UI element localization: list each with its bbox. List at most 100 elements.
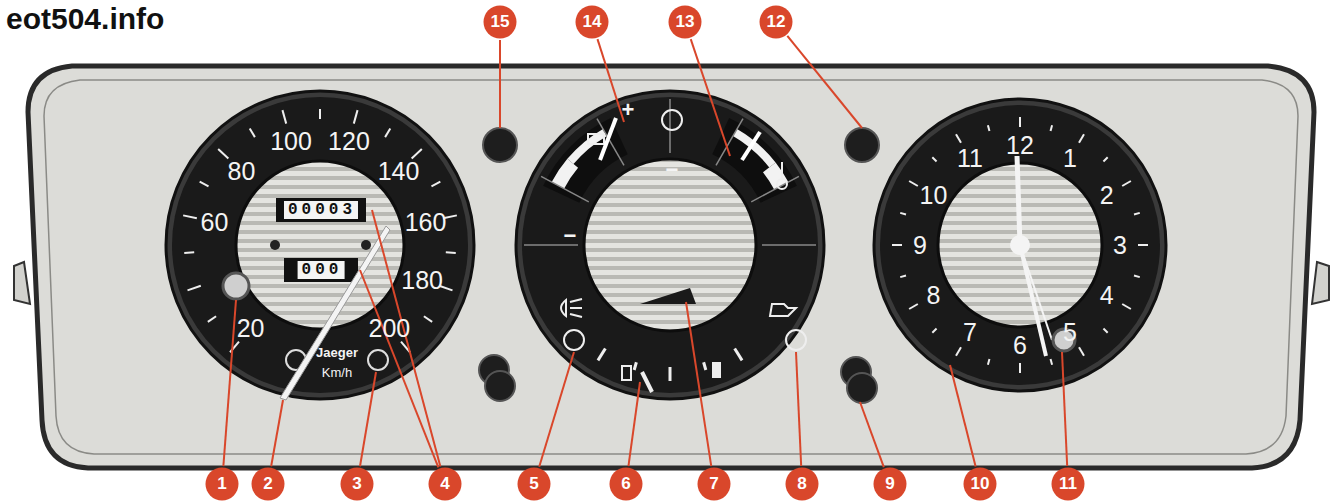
- speedometer-bezel: [166, 91, 474, 399]
- panel-knob: [847, 373, 877, 403]
- callout-circle: 13: [668, 5, 702, 39]
- fuel-tick: [669, 367, 672, 381]
- clock-tick: [892, 244, 902, 246]
- trip-counter: 000: [298, 261, 345, 279]
- clock-tick: [956, 134, 961, 143]
- callout-number: 3: [340, 467, 374, 501]
- speed-number: 160: [405, 210, 447, 235]
- fuel-tick: [704, 362, 706, 370]
- speed-number: 60: [201, 210, 229, 235]
- clock-number: 12: [1006, 133, 1034, 158]
- speed-number: 80: [228, 158, 256, 183]
- speed-tick: [446, 251, 456, 254]
- clock-bezel: [874, 99, 1166, 391]
- gauge-needle: [640, 288, 696, 304]
- callout-number: 8: [785, 467, 819, 501]
- clock-number: 3: [1113, 233, 1127, 258]
- callout-circle: 4: [428, 467, 462, 501]
- callout-number: 13: [668, 5, 702, 39]
- clock-tick: [909, 304, 918, 309]
- speed-tick: [184, 251, 194, 254]
- leader-line: [360, 270, 438, 467]
- clock-number: 2: [1100, 183, 1114, 208]
- gauge-divider: [751, 176, 799, 201]
- callout-number: 12: [759, 5, 793, 39]
- clock-tick: [1134, 213, 1140, 215]
- warning-lamp: [564, 330, 584, 350]
- clock-tick: [1103, 157, 1107, 161]
- leader-line: [360, 372, 376, 466]
- watermark: eot504.info: [6, 4, 164, 34]
- combination-gauge-window: [584, 159, 756, 331]
- callout-number: 14: [575, 5, 609, 39]
- combination-gauge-bezel: [516, 91, 824, 399]
- leader-line: [271, 400, 283, 466]
- clock-number: 11: [957, 146, 983, 171]
- callout-number: 4: [428, 467, 462, 501]
- clock-tick: [1122, 304, 1131, 309]
- speed-tick: [250, 129, 255, 138]
- combination-gauge-face: [522, 97, 818, 393]
- callout-circle: 7: [697, 467, 731, 501]
- leader-line: [796, 352, 801, 466]
- speed-tick: [424, 316, 432, 322]
- speed-tick: [183, 215, 197, 218]
- speed-screw: [270, 240, 280, 250]
- speed-number: 120: [328, 128, 370, 153]
- fuel-tick: [735, 348, 742, 360]
- battery-needle: [600, 118, 616, 160]
- panel-housing: [28, 66, 1314, 468]
- clock-tick: [1051, 125, 1053, 131]
- gauge-divider: [762, 244, 816, 246]
- clock-tick: [900, 276, 906, 278]
- speed-tick: [354, 110, 358, 123]
- speed-number: 20: [237, 315, 265, 340]
- fuel-pump-symbol: [622, 366, 631, 380]
- speed-tick: [282, 110, 286, 123]
- thermometer-symbol: [777, 162, 787, 189]
- clock-tick: [988, 125, 990, 131]
- speed-tick: [431, 182, 440, 187]
- speed-tick: [200, 182, 209, 187]
- speedometer-face: [172, 97, 468, 393]
- clock-tick: [932, 157, 936, 161]
- speed-number: 100: [270, 128, 312, 153]
- fuel-pump-symbol: [712, 362, 721, 378]
- brand-logo: Jaeger: [316, 346, 358, 359]
- callout-circle: 10: [963, 467, 997, 501]
- speed-tick: [385, 129, 390, 138]
- battery-symbol: [588, 134, 604, 144]
- callout-circle: 1: [205, 467, 239, 501]
- speed-tick: [218, 149, 228, 159]
- second-hand: [1020, 245, 1052, 340]
- panel-inner-edge: [44, 80, 1298, 454]
- speed-needle: [280, 226, 390, 400]
- speed-number: 180: [401, 267, 443, 292]
- clock-tick: [1079, 347, 1084, 356]
- callout-circle: 3: [340, 467, 374, 501]
- panel-tab: [14, 262, 30, 304]
- leader-line: [597, 39, 624, 122]
- clock-tick: [1019, 117, 1021, 127]
- leader-line: [499, 40, 501, 128]
- leader-line: [787, 36, 862, 128]
- speed-lamp: [368, 350, 388, 370]
- panel-knob: [485, 371, 515, 401]
- clock-tick: [1138, 244, 1148, 246]
- callout-circle: 2: [251, 467, 285, 501]
- gauge-sign: +: [622, 99, 635, 121]
- clock-tick: [1051, 359, 1053, 365]
- callout-number: 7: [697, 467, 731, 501]
- temp-sector: [712, 118, 797, 203]
- clock-number: 5: [1063, 319, 1077, 344]
- speed-tick: [412, 149, 422, 159]
- fuel-needle: [642, 372, 652, 392]
- leader-line: [1062, 352, 1067, 466]
- speed-number: 140: [378, 158, 420, 183]
- callout-circle: 12: [759, 5, 793, 39]
- odometer-window: [276, 198, 366, 222]
- warning-lamp: [786, 330, 806, 350]
- headlamp-symbol: [561, 299, 582, 317]
- clock-number: 8: [926, 283, 940, 308]
